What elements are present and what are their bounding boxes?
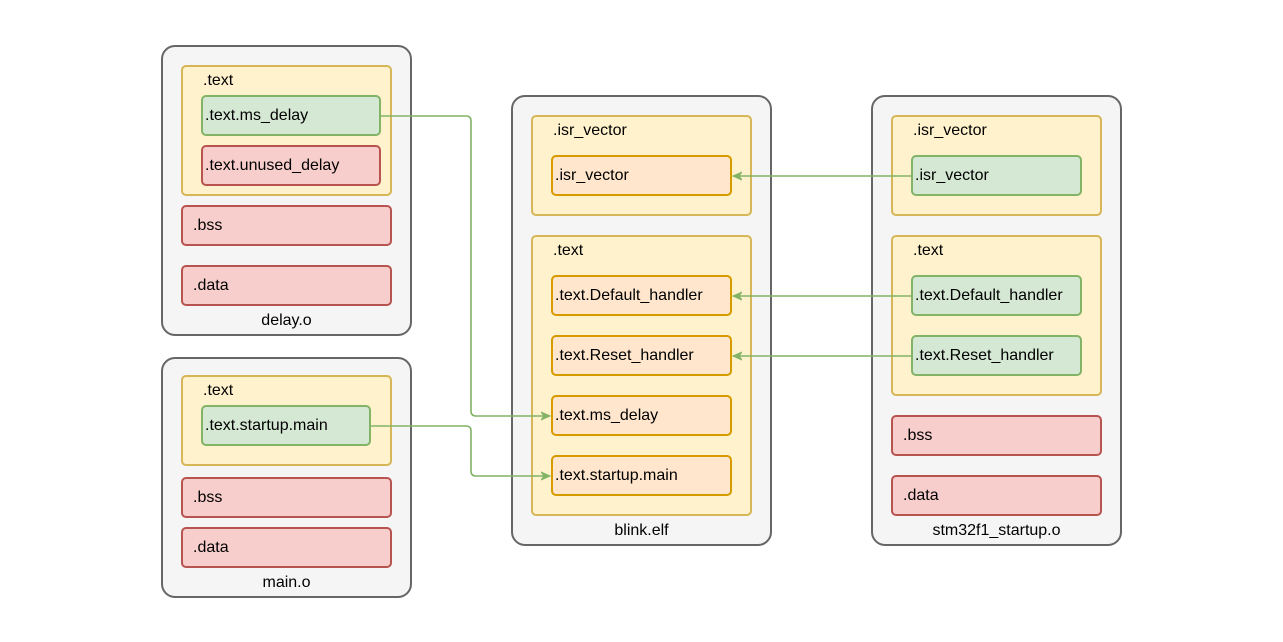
arrow-startup-main [371, 425, 550, 476]
blink-elf-isr-section-label: .isr_vector [553, 122, 627, 139]
blink-elf-reset-handler: .text.Reset_handler [551, 335, 732, 376]
blink-elf-isr-vector: .isr_vector [551, 155, 732, 196]
delay-o-label: delay.o [261, 312, 312, 329]
delay-o-ms-delay: .text.ms_delay [201, 95, 381, 136]
blink-elf-default-handler: .text.Default_handler [551, 275, 732, 316]
startup-o-default-handler: .text.Default_handler [911, 275, 1082, 316]
main-o-startup-main: .text.startup.main [201, 405, 371, 446]
delay-o-bss: .bss [181, 205, 392, 246]
main-o-data: .data [181, 527, 392, 568]
startup-o-label: stm32f1_startup.o [932, 522, 1061, 539]
delay-o-unused-delay: .text.unused_delay [201, 145, 381, 186]
startup-o-isr-section-label: .isr_vector [913, 122, 987, 139]
delay-o-data: .data [181, 265, 392, 306]
main-o-label: main.o [262, 574, 311, 591]
startup-o-isr-vector: .isr_vector [911, 155, 1082, 196]
blink-elf-label: blink.elf [614, 522, 669, 539]
startup-o-data: .data [891, 475, 1102, 516]
delay-o-text-section-label: .text [203, 72, 234, 89]
blink-elf-text-section-label: .text [553, 242, 584, 259]
startup-o-reset-handler: .text.Reset_handler [911, 335, 1082, 376]
arrow-ms-delay [381, 115, 550, 416]
startup-o-bss: .bss [891, 415, 1102, 456]
startup-o-text-section-label: .text [913, 242, 944, 259]
blink-elf-ms-delay: .text.ms_delay [551, 395, 732, 436]
blink-elf-startup-main: .text.startup.main [551, 455, 732, 496]
main-o-bss: .bss [181, 477, 392, 518]
main-o-text-section-label: .text [203, 382, 234, 399]
